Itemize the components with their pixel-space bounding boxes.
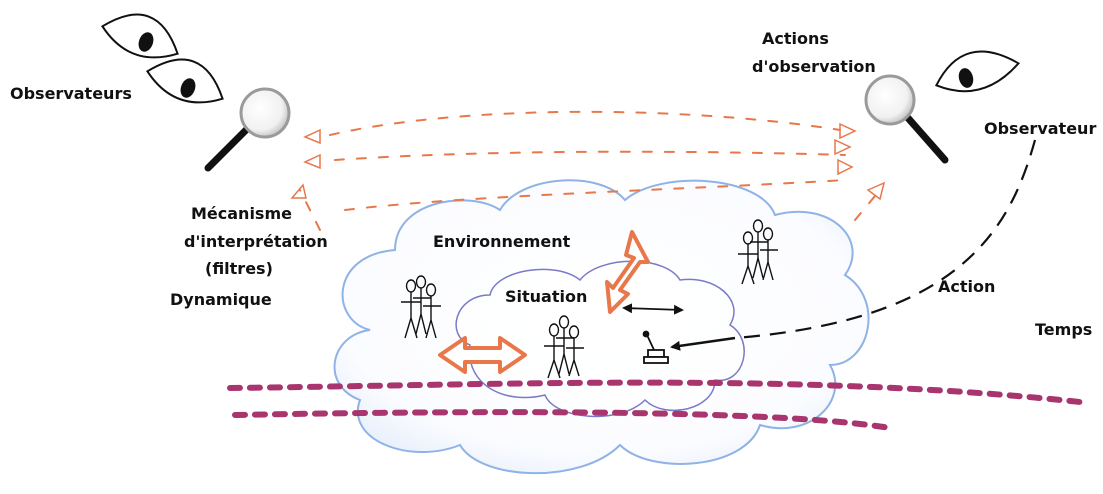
stick-figure-group-icon <box>401 219 778 379</box>
action-line <box>734 139 1037 340</box>
double-arrow-icon <box>605 230 650 314</box>
magnifier-icon <box>204 87 291 172</box>
label-actions-observation-2: d'observation <box>752 57 876 76</box>
label-mecanisme-2: d'interprétation <box>184 232 328 251</box>
label-mecanisme-1: Mécanisme <box>191 204 292 223</box>
magnifier-icon <box>864 74 949 164</box>
label-actions-observation-1: Actions <box>762 29 829 48</box>
observation-arrowheads <box>290 122 886 201</box>
label-temps: Temps <box>1035 320 1092 339</box>
observation-lines <box>299 110 881 231</box>
eye-icon <box>146 58 224 104</box>
label-dynamique: Dynamique <box>170 290 272 309</box>
label-action: Action <box>938 277 995 296</box>
situation-cloud <box>455 260 745 418</box>
label-mecanisme-3: (filtres) <box>205 259 273 278</box>
lever-icon <box>642 330 669 364</box>
label-observateur: Observateur <box>984 119 1096 138</box>
eye-icon <box>934 50 1021 93</box>
label-observateurs: Observateurs <box>10 84 132 103</box>
time-lines <box>227 379 1083 431</box>
action-arrow <box>670 336 736 351</box>
label-environnement: Environnement <box>433 232 571 251</box>
double-arrow-icon <box>438 336 527 374</box>
interaction-arrow <box>622 303 684 315</box>
eye-icon <box>101 13 179 59</box>
label-situation: Situation <box>505 287 587 306</box>
